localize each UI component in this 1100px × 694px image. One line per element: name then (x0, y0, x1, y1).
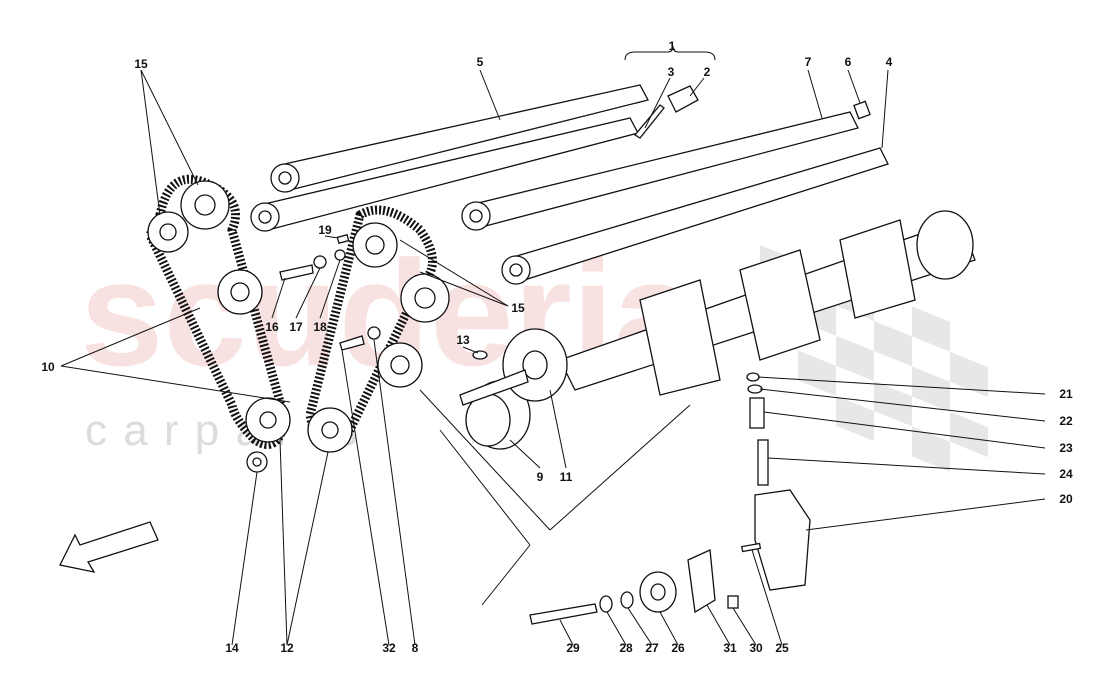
pin-25 (741, 542, 762, 553)
idler-pulley-right (307, 407, 353, 453)
crankshaft (559, 210, 976, 396)
nut-21 (746, 372, 760, 382)
washer-28 (599, 595, 613, 613)
callout-27: 27 (645, 641, 659, 655)
bolt-29 (529, 603, 598, 625)
tensioner-pulley-right (377, 342, 423, 388)
callout-5: 5 (477, 55, 484, 69)
exploded-view-lines (419, 389, 691, 606)
bearing-26 (639, 571, 677, 613)
callout-13: 13 (456, 333, 470, 347)
callout-8: 8 (412, 641, 419, 655)
callout-22: 22 (1059, 414, 1073, 428)
cap-2 (667, 85, 699, 113)
pin-24 (757, 439, 769, 486)
ring-18 (334, 249, 346, 261)
bracket-20 (754, 489, 811, 591)
callout-9: 9 (537, 470, 544, 484)
callout-16: 16 (265, 320, 279, 334)
callout-4: 4 (886, 55, 893, 69)
bolt-16 (279, 264, 314, 281)
callout-7: 7 (805, 55, 812, 69)
callout-14: 14 (225, 641, 239, 655)
callout-21: 21 (1059, 387, 1073, 401)
camshaft-4 (501, 147, 889, 285)
cam-pulley-right-bottom (400, 273, 450, 323)
callout-23: 23 (1059, 441, 1073, 455)
bolt-32 (339, 335, 365, 351)
camshaft-7 (461, 111, 859, 231)
callout-11: 11 (560, 470, 573, 484)
crank-gear-11 (459, 328, 568, 406)
cam-pulley-left-top (180, 180, 230, 230)
camshaft-5 (270, 84, 649, 193)
callout-2: 2 (704, 65, 711, 79)
callout-15-right: 15 (511, 301, 525, 315)
cam-pulley-left-bottom (147, 211, 189, 253)
washer-27 (620, 591, 634, 609)
callout-3: 3 (668, 65, 675, 79)
callout-1: 1 (669, 39, 676, 53)
pin-3 (634, 104, 665, 139)
callout-19: 19 (318, 223, 332, 237)
callout-28: 28 (619, 641, 633, 655)
washer-17 (313, 255, 327, 269)
callout-25: 25 (775, 641, 789, 655)
leader-lines (60, 45, 1046, 646)
callout-20: 20 (1059, 492, 1073, 506)
plug-30 (727, 595, 739, 609)
spring-23 (749, 397, 765, 429)
tensioner-pulley-left (217, 269, 263, 315)
washer-22 (747, 384, 763, 394)
callout-32: 32 (382, 641, 396, 655)
callout-labels: 1 2 3 4 5 6 7 8 9 10 11 12 13 14 15 15 1… (41, 39, 1073, 655)
callout-17: 17 (289, 320, 303, 334)
idler-pulley-left (245, 397, 291, 443)
timing-belt-left (144, 174, 290, 449)
callout-15-left: 15 (134, 57, 148, 71)
direction-arrow (59, 521, 159, 573)
callout-24: 24 (1059, 467, 1073, 481)
callout-10: 10 (41, 360, 55, 374)
callout-30: 30 (749, 641, 763, 655)
plug-6 (853, 100, 871, 120)
callout-12: 12 (280, 641, 294, 655)
callout-31: 31 (723, 641, 737, 655)
callout-18: 18 (313, 320, 327, 334)
washer-8 (367, 326, 381, 340)
arm-31 (687, 549, 716, 614)
dowel-19 (336, 234, 350, 244)
callout-29: 29 (566, 641, 580, 655)
key-13 (472, 350, 488, 360)
callout-6: 6 (845, 55, 852, 69)
nut-14 (246, 451, 268, 473)
cam-pulley-right-top (352, 222, 398, 268)
callout-26: 26 (671, 641, 685, 655)
